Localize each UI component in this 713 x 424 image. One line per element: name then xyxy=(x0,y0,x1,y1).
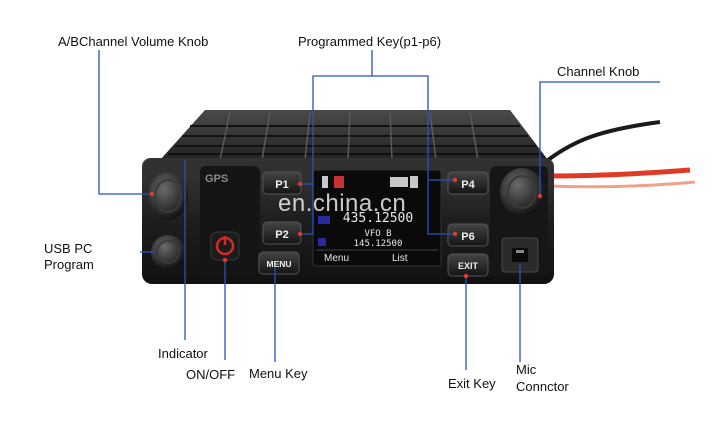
volume-knob-callout xyxy=(98,50,152,195)
exit-key[interactable]: EXIT xyxy=(447,253,489,277)
freq-b: 145.12500 xyxy=(354,239,403,249)
menu-key[interactable]: MENU xyxy=(258,251,300,275)
vfo-b: VFO B xyxy=(364,229,391,239)
volume-knob-label: A/BChannel Volume Knob xyxy=(58,34,209,49)
programmed-p6-callout xyxy=(427,180,455,235)
power-button[interactable] xyxy=(210,231,240,261)
watermark: en.china.cn xyxy=(278,190,407,217)
brand-logo: GPS xyxy=(205,173,228,185)
mic-label-line1: Mic xyxy=(516,362,537,377)
key-p1[interactable]: P1 xyxy=(262,171,302,195)
volume-knob[interactable] xyxy=(148,172,188,220)
signal-icon xyxy=(322,176,328,188)
menu-key-label-text: Menu Key xyxy=(249,366,308,381)
on-off-label: ON/OFF xyxy=(186,367,236,382)
freq-a: 435.12500 xyxy=(343,211,413,226)
display-screen: 435.12500 VFO B 145.12500 Menu List xyxy=(312,169,442,267)
usb-pc-label-line2: Program xyxy=(44,257,94,272)
softkey-list: List xyxy=(392,253,408,264)
channel-knob-callout xyxy=(539,81,660,196)
mic-label-line2: Connctor xyxy=(516,379,569,394)
status-icon xyxy=(410,176,418,188)
tx-indicator-icon xyxy=(334,176,344,188)
callout-lines xyxy=(98,50,660,370)
programmed-p4-callout xyxy=(372,75,455,181)
band-a-marker xyxy=(318,216,330,224)
key-p2-label: P2 xyxy=(275,229,288,241)
softkey-menu: Menu xyxy=(324,253,349,264)
callout-dots xyxy=(149,177,543,279)
programmed-p1-callout xyxy=(300,50,373,185)
heatsink xyxy=(160,110,548,161)
exit-key-label: EXIT xyxy=(458,261,479,271)
key-p1-label: P1 xyxy=(275,179,288,191)
indicator-label: Indicator xyxy=(158,346,208,361)
band-b-marker xyxy=(318,238,326,246)
programmed-key-label: Programmed Key(p1-p6) xyxy=(298,34,442,49)
key-p6[interactable]: P6 xyxy=(447,223,489,247)
channel-knob[interactable] xyxy=(500,168,544,216)
exit-key-label-text: Exit Key xyxy=(448,376,496,391)
key-p2[interactable]: P2 xyxy=(262,221,302,245)
power-cable xyxy=(546,120,696,189)
channel-knob-label: Channel Knob xyxy=(557,64,640,79)
usb-pc-label-line1: USB PC xyxy=(44,241,93,256)
key-p6-label: P6 xyxy=(461,231,474,243)
menu-key-label: MENU xyxy=(266,259,291,269)
battery-icon xyxy=(390,177,408,187)
bottom-knob[interactable] xyxy=(151,235,185,269)
key-p4-label: P4 xyxy=(461,179,475,191)
key-p4[interactable]: P4 xyxy=(447,171,489,195)
programmed-p2-callout xyxy=(300,184,314,235)
